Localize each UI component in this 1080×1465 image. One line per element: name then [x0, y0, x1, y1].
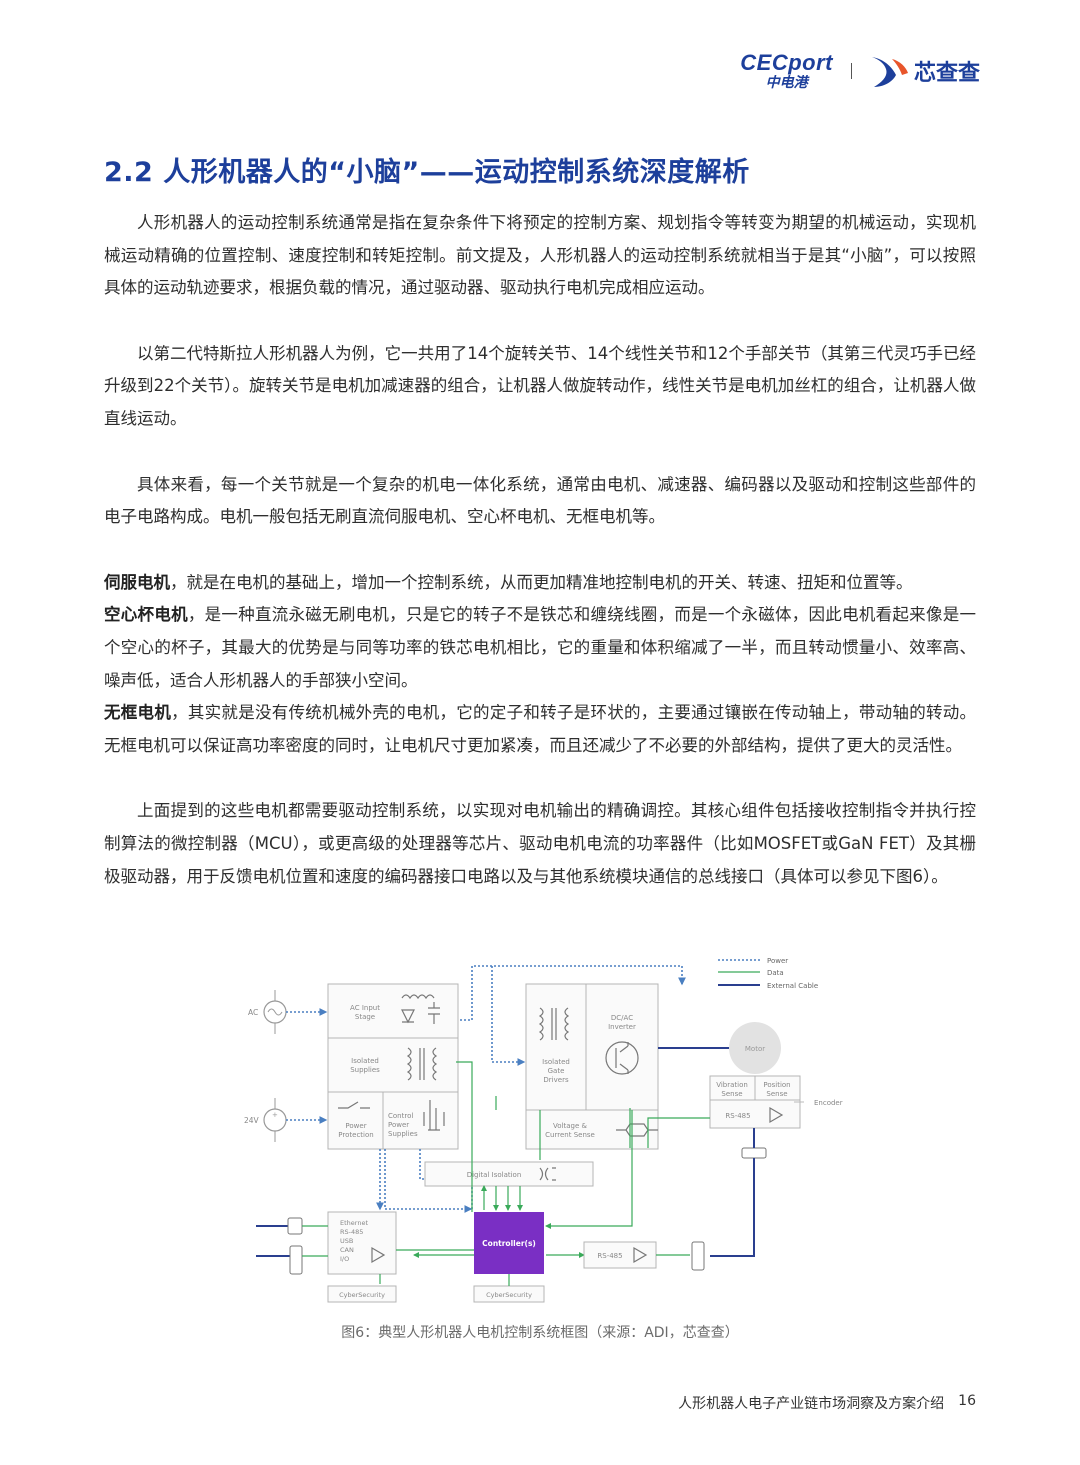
article-body: 人形机器人的运动控制系统通常是指在复杂条件下将预定的控制方案、规划指令等转变为期…: [104, 207, 976, 893]
motor-label: Motor: [745, 1045, 765, 1053]
xinchacha-logo: 芯查查: [870, 53, 980, 89]
motor-icon: [729, 1022, 781, 1074]
capacitor-icon: [428, 1002, 440, 1024]
ac-label: AC: [248, 1008, 258, 1017]
gate-drivers-label-1: Isolated: [542, 1058, 570, 1066]
legend-external-cable: External Cable: [767, 982, 818, 990]
rs485-box: [583, 1241, 657, 1269]
ac-input-label-2: Stage: [355, 1013, 375, 1021]
power-protection-label-1: Power: [345, 1122, 366, 1130]
cybersecurity-label-a: CyberSecurity: [339, 1291, 385, 1299]
position-sense-label-1: Position: [763, 1081, 790, 1089]
paragraph-tesla-joints: 以第二代特斯拉人形机器人为例，它一共用了14个旋转关节、14个线性关节和12个手…: [104, 343, 976, 428]
igbt-icon: [605, 1041, 639, 1075]
legend-data: Data: [767, 969, 784, 977]
frameless-motor-text: ，其实就是没有传统机械外壳的电机，它的定子和转子是环状的，主要通过镶嵌在传动轴上…: [104, 703, 977, 755]
communication-box: [327, 1211, 397, 1275]
controller-box: [474, 1212, 544, 1274]
comm-can-label: CAN: [340, 1246, 354, 1254]
comm-ethernet-label: Ethernet: [340, 1219, 368, 1227]
serial-port-icon: [289, 1245, 303, 1275]
control-power-label-3: Supplies: [388, 1130, 418, 1138]
encoder-connector-icon: [741, 1147, 767, 1159]
vibration-sense-label-1: Vibration: [716, 1081, 748, 1089]
control-power-label-2: Power: [388, 1121, 409, 1129]
logo-divider: [850, 63, 852, 79]
term-coreless-motor: 空心杯电机: [104, 605, 188, 625]
mosfet-icon: [423, 1100, 445, 1131]
usb-port-icon: [287, 1217, 303, 1235]
vibration-sense-label-2: Sense: [721, 1090, 742, 1098]
rs485-encoder-label: RS-485: [725, 1112, 750, 1120]
digital-isolation-label: Digital Isolation: [467, 1171, 522, 1179]
paragraph-joint-system: 具体来看，每一个关节就是一个复杂的机电一体化系统，通常由电机、减速器、编码器以及…: [104, 474, 976, 527]
encoder-buffer-icon: [769, 1106, 784, 1124]
rs485-buffer-icon: [633, 1246, 648, 1264]
paragraph-coreless-motor: 空心杯电机，是一种直流永磁无刷电机，只是它的转子不是铁芯和缠绕线圈，而是一个永磁…: [104, 599, 976, 697]
comm-rs485-label: RS-485: [340, 1228, 363, 1236]
term-frameless-motor: 无框电机: [104, 703, 172, 723]
coreless-motor-text: ，是一种直流永磁无刷电机，只是它的转子不是铁芯和缠绕线圈，而是一个永磁体，因此电…: [104, 605, 977, 690]
xinchacha-logo-text: 芯查查: [913, 61, 980, 86]
svg-text:+: +: [272, 1111, 278, 1119]
gate-drivers-label-3: Drivers: [543, 1076, 569, 1084]
page-footer: 人形机器人电子产业链市场洞察及方案介绍 16: [678, 1393, 976, 1413]
paragraph-drive-control: 上面提到的这些电机都需要驱动控制系统，以实现对电机输出的精确调控。其核心组件包括…: [104, 801, 976, 886]
paragraph-servo-motor: 伺服电机，就是在电机的基础上，增加一个控制系统，从而更加精准地控制电机的开关、转…: [104, 567, 976, 600]
dcac-label-1: DC/AC: [611, 1014, 633, 1022]
page-number: 16: [958, 1393, 976, 1409]
encoder-label: Encoder: [814, 1099, 843, 1107]
gate-transformer-icon: [538, 1007, 570, 1041]
cecport-logo-text: CECport: [740, 50, 833, 75]
diode-icon: [401, 1009, 415, 1024]
switch-icon: [338, 1101, 370, 1109]
transformer-icon: [406, 1047, 438, 1081]
diagram-legend: Power Data External Cable: [718, 957, 818, 990]
figure-caption: 图6：典型人形机器人电机控制系统框图（来源：ADI，芯查查）: [341, 1325, 739, 1341]
position-sense-label-2: Sense: [766, 1090, 787, 1098]
dcac-label-2: Inverter: [608, 1023, 636, 1031]
comm-usb-label: USB: [340, 1237, 353, 1245]
xinchacha-mark-icon: [871, 57, 908, 87]
cecport-logo-chinese: 中电港: [765, 75, 808, 91]
rs485-connector-icon: [691, 1241, 705, 1271]
voltage-sense-label-1: Voltage &: [553, 1122, 587, 1130]
section-title: 2.2 人形机器人的“小脑”——运动控制系统深度解析: [104, 157, 750, 188]
paragraph-frameless-motor: 无框电机，其实就是没有传统机械外壳的电机，它的定子和转子是环状的，主要通过镶嵌在…: [104, 697, 976, 762]
legend-power: Power: [767, 957, 788, 965]
term-servo-motor: 伺服电机: [104, 572, 170, 592]
rs485-motor-label: RS-485: [597, 1252, 622, 1260]
voltage-sense-label-2: Current Sense: [545, 1131, 595, 1139]
control-power-label-1: Control: [388, 1112, 413, 1120]
cybersecurity-label-b: CyberSecurity: [486, 1291, 532, 1299]
motor-control-block-diagram: Power Data External Cable AC 24V + AC In…: [230, 950, 850, 1310]
controller-label: Controller(s): [482, 1239, 536, 1248]
servo-motor-text: ，就是在电机的基础上，增加一个控制系统，从而更加精准地控制电机的开关、转速、扭矩…: [170, 572, 913, 592]
isolated-supplies-label-2: Supplies: [350, 1066, 380, 1074]
header-logos: CECport 中电港 芯查查: [740, 50, 980, 91]
footer-document-title: 人形机器人电子产业链市场洞察及方案介绍: [678, 1396, 945, 1412]
24v-label: 24V: [244, 1116, 260, 1125]
digital-isolation-box: [424, 1161, 594, 1187]
comm-buffer-icon: [371, 1246, 386, 1264]
ac-input-label-1: AC Input: [350, 1004, 380, 1012]
cecport-logo: CECport 中电港: [740, 50, 833, 91]
comm-io-label: I/O: [340, 1255, 349, 1263]
paragraph-motion-control: 人形机器人的运动控制系统通常是指在复杂条件下将预定的控制方案、规划指令等转变为期…: [104, 213, 976, 298]
isolator-icon: [539, 1167, 556, 1181]
gate-drivers-label-2: Gate: [548, 1067, 565, 1075]
cybersecurity-box-a: [327, 1285, 397, 1303]
power-protection-label-2: Protection: [338, 1131, 373, 1139]
isolated-supplies-label-1: Isolated: [351, 1057, 379, 1065]
inductor-icon: [401, 994, 435, 1000]
